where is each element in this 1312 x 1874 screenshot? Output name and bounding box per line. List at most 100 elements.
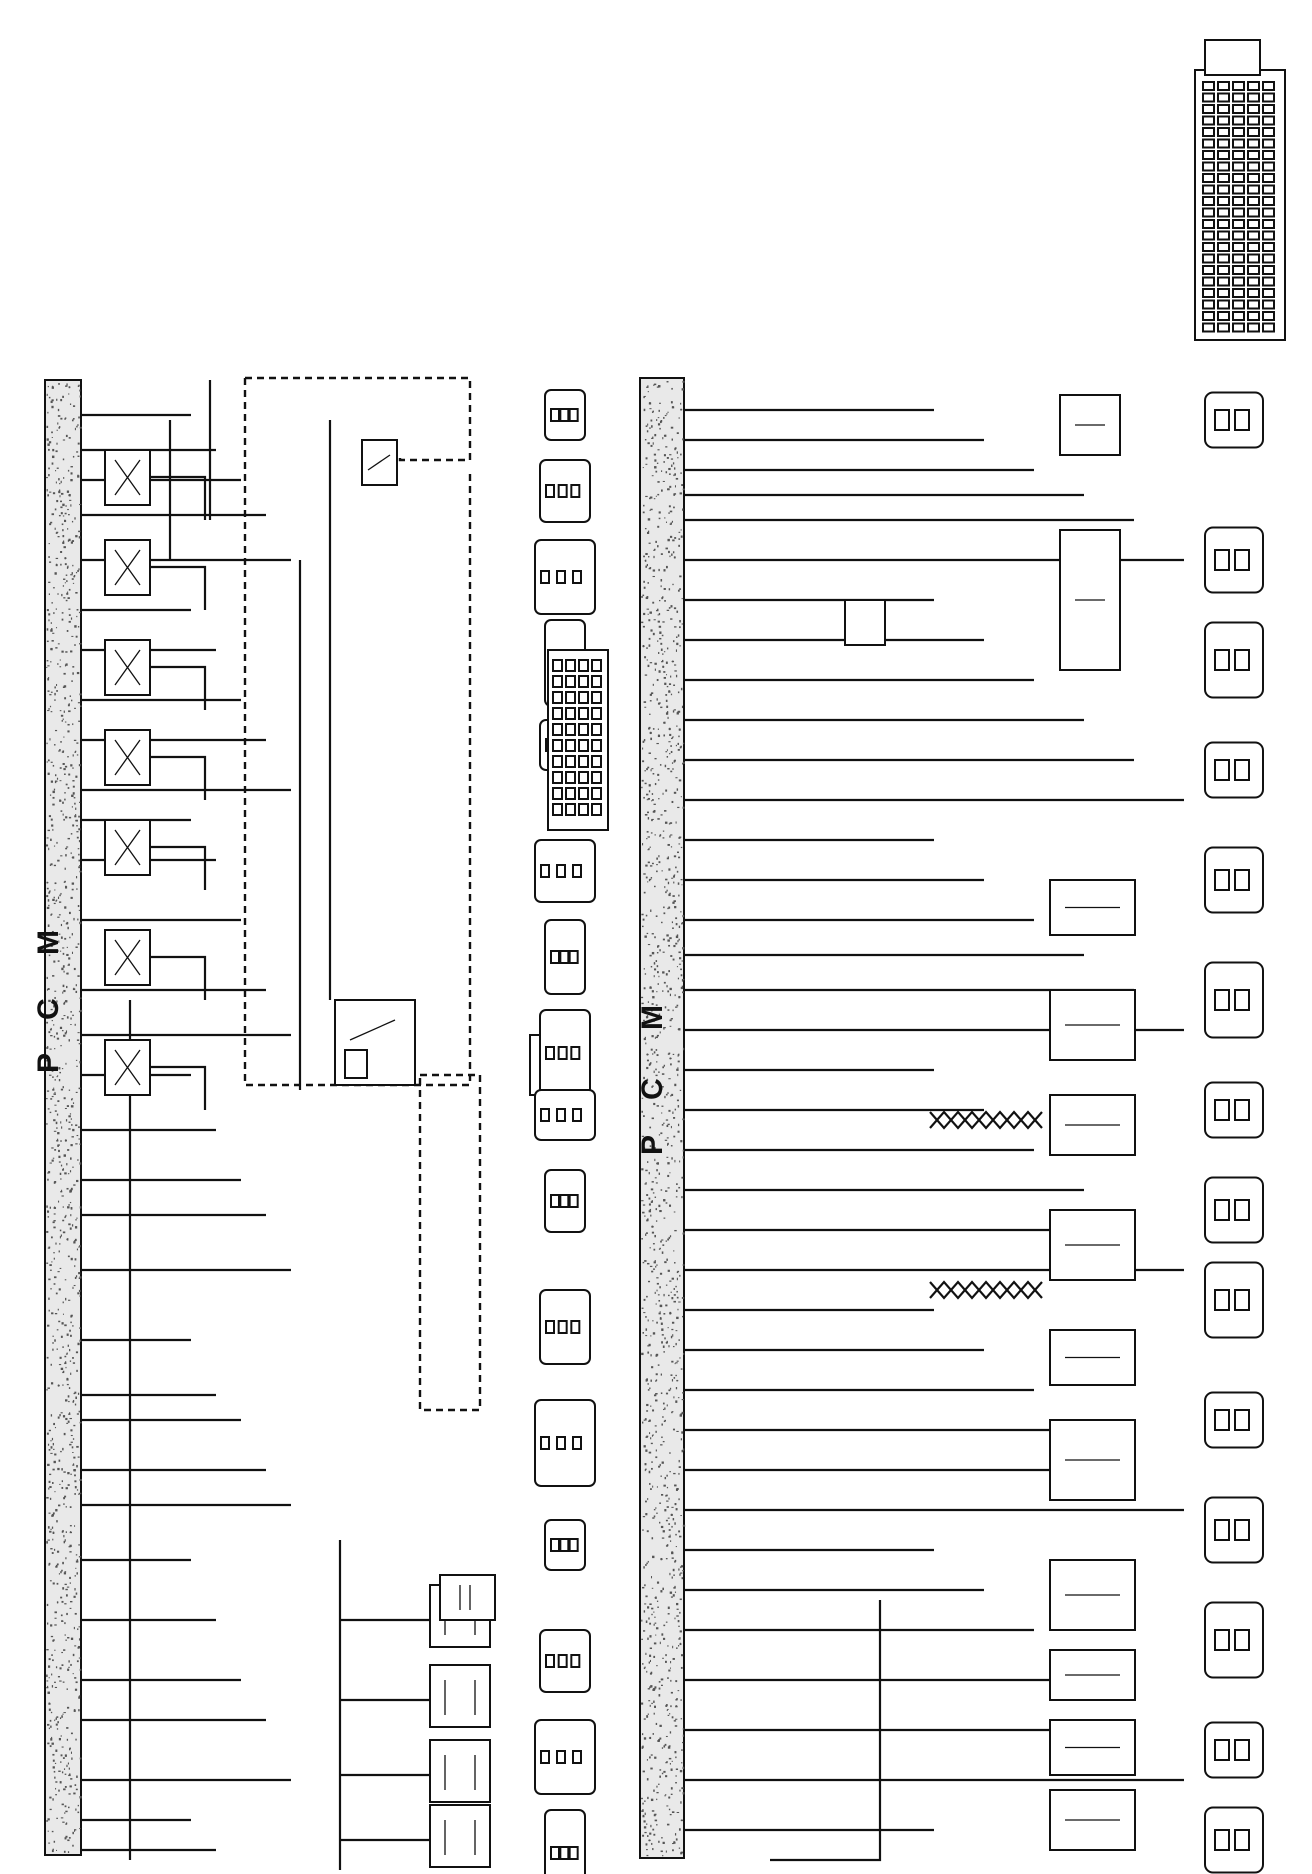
texture-speck xyxy=(46,837,49,839)
texture-speck xyxy=(57,1721,59,1724)
texture-speck xyxy=(660,1240,662,1243)
connector-pin xyxy=(565,803,576,816)
texture-speck xyxy=(662,830,665,832)
texture-speck xyxy=(643,1019,645,1022)
texture-speck xyxy=(50,1414,53,1417)
texture-speck xyxy=(48,999,51,1002)
texture-speck xyxy=(678,843,681,845)
texture-speck xyxy=(658,625,662,628)
texture-speck xyxy=(662,792,664,795)
texture-speck xyxy=(48,1702,50,1704)
texture-speck xyxy=(673,855,677,858)
texture-speck xyxy=(64,520,67,523)
texture-speck xyxy=(78,1696,81,1699)
texture-speck xyxy=(55,1242,57,1245)
twisted-pair-wires xyxy=(929,1110,1043,1300)
texture-speck xyxy=(655,1596,657,1599)
texture-speck xyxy=(682,1232,685,1235)
texture-speck xyxy=(62,965,65,968)
texture-speck xyxy=(643,1298,646,1301)
texture-speck xyxy=(53,902,56,905)
texture-speck xyxy=(657,1606,659,1608)
texture-speck xyxy=(653,383,657,386)
texture-speck xyxy=(72,785,75,788)
texture-speck xyxy=(650,832,653,834)
texture-speck xyxy=(64,1571,67,1573)
texture-speck xyxy=(679,957,682,960)
texture-speck xyxy=(662,1440,665,1443)
actuator-wire xyxy=(150,755,207,800)
texture-speck xyxy=(644,527,647,530)
texture-speck xyxy=(54,1624,57,1626)
texture-speck xyxy=(63,1503,65,1505)
texture-speck xyxy=(650,1824,652,1828)
connector-pin xyxy=(578,803,589,816)
texture-speck xyxy=(58,478,60,481)
connector-pin xyxy=(570,1654,581,1668)
connector-pin xyxy=(545,1654,555,1668)
texture-speck xyxy=(652,728,655,730)
texture-speck xyxy=(678,1339,680,1341)
texture-speck xyxy=(666,1805,669,1807)
texture-speck xyxy=(78,840,81,843)
texture-speck xyxy=(647,1262,650,1265)
texture-speck xyxy=(643,701,647,703)
connector-pin xyxy=(1202,253,1215,264)
connector-pin xyxy=(1232,311,1245,321)
texture-speck xyxy=(665,1735,668,1738)
texture-speck xyxy=(649,846,651,848)
texture-speck xyxy=(70,764,73,767)
texture-speck xyxy=(668,1345,670,1348)
texture-speck xyxy=(64,1324,67,1327)
texture-speck xyxy=(646,1823,648,1825)
texture-speck xyxy=(51,405,54,409)
texture-speck xyxy=(53,1181,56,1184)
texture-speck xyxy=(46,393,48,396)
texture-speck xyxy=(655,1456,658,1459)
texture-speck xyxy=(647,1796,649,1800)
texture-speck xyxy=(68,608,71,610)
connector-pin xyxy=(540,1750,550,1764)
texture-speck xyxy=(665,1202,668,1204)
texture-speck xyxy=(649,1432,651,1435)
texture-speck xyxy=(660,1087,663,1090)
texture-speck xyxy=(668,868,671,871)
texture-speck xyxy=(50,914,52,916)
texture-speck xyxy=(61,1126,63,1129)
texture-speck xyxy=(668,944,671,947)
texture-speck xyxy=(63,1034,66,1037)
texture-speck xyxy=(61,1619,63,1621)
texture-speck xyxy=(74,1829,77,1831)
connector-pin xyxy=(1247,288,1260,298)
texture-speck xyxy=(70,1434,73,1437)
texture-speck xyxy=(48,556,50,558)
texture-speck xyxy=(644,1603,647,1605)
texture-speck xyxy=(64,1634,66,1636)
texture-speck xyxy=(676,1068,679,1071)
texture-speck xyxy=(644,1215,646,1217)
texture-speck xyxy=(643,1820,646,1823)
connector-pin xyxy=(552,771,563,784)
texture-speck xyxy=(649,1482,651,1485)
texture-speck xyxy=(63,1850,66,1853)
texture-speck xyxy=(54,1611,57,1614)
texture-speck xyxy=(62,984,65,988)
texture-speck xyxy=(75,1567,77,1569)
texture-speck xyxy=(46,660,49,662)
texture-speck xyxy=(646,1219,649,1222)
texture-speck xyxy=(46,976,48,980)
texture-speck xyxy=(60,512,63,515)
texture-speck xyxy=(679,1357,681,1359)
texture-speck xyxy=(64,721,67,723)
texture-speck xyxy=(49,694,52,696)
texture-speck xyxy=(643,1025,646,1028)
texture-speck xyxy=(649,700,652,702)
texture-speck xyxy=(66,383,68,386)
texture-speck xyxy=(55,450,58,453)
texture-speck xyxy=(60,923,63,927)
connector-pin xyxy=(1247,104,1260,114)
texture-speck xyxy=(75,1560,79,1563)
texture-speck xyxy=(659,949,661,952)
texture-speck xyxy=(677,589,680,592)
texture-speck xyxy=(54,1686,58,1689)
